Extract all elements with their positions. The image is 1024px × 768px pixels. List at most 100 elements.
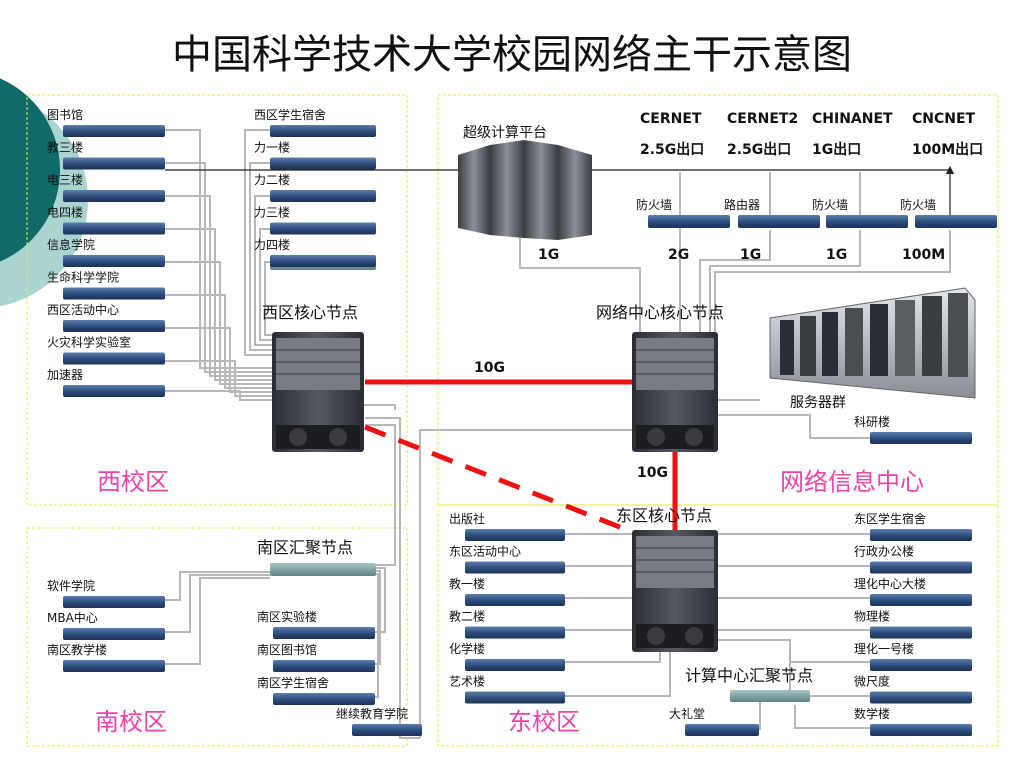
switch-icon [63, 660, 165, 672]
east-building: 出版社 [449, 511, 565, 541]
switch-icon [273, 627, 375, 639]
uplink-bandwidth: 2.5G出口 [727, 141, 791, 158]
east-core-label: 东区核心节点 [616, 506, 712, 525]
building-label: 物理楼 [854, 609, 890, 624]
switch-icon [63, 157, 165, 170]
building-label: MBA中心 [47, 610, 98, 625]
hpc-racks [458, 140, 592, 240]
building-label: 信息学院 [47, 237, 95, 252]
switch-icon [870, 594, 972, 606]
uplink-bandwidth: 1G出口 [812, 141, 861, 158]
switch-icon [352, 724, 422, 736]
gray-links [165, 129, 951, 739]
uplink-device: 防火墙 [636, 197, 672, 212]
decorative-circles [0, 78, 88, 307]
switch-icon [465, 594, 565, 606]
uplink-link: 100M [902, 247, 945, 263]
continuing-education: 继续教育学院 [336, 706, 422, 736]
west-dorm-building: 力四楼 [254, 237, 376, 267]
uplink-device: 防火墙 [900, 197, 936, 212]
east-building-right: 理化一号楼 [854, 641, 972, 671]
building-label: 图书馆 [47, 107, 83, 122]
west-building: 教三楼 [47, 140, 165, 170]
switch-icon [63, 320, 165, 332]
building-label: 力三楼 [254, 205, 290, 220]
building-label: 化学楼 [449, 641, 485, 656]
east-core-switch [632, 530, 718, 652]
server-farm [769, 287, 976, 399]
labels: 西区核心节点 网络中心核心节点 东区核心节点 南区汇聚节点 计算中心汇聚节点 超… [95, 125, 924, 736]
building-label: 西区活动中心 [47, 302, 119, 317]
building-label: 出版社 [449, 511, 485, 526]
building-label: 力四楼 [254, 237, 290, 252]
gray-uplinks [679, 172, 861, 215]
center-core-label: 网络中心核心节点 [596, 303, 724, 322]
east-building-right: 物理楼 [854, 609, 972, 639]
switch-icon [870, 529, 972, 541]
west-building: 电三楼 [47, 172, 165, 202]
uplink-bandwidth: 2.5G出口 [640, 141, 704, 158]
east-building-right: 理化中心大楼 [854, 576, 972, 606]
building-label: 生命科学学院 [47, 270, 119, 285]
building-label: 教二楼 [449, 609, 485, 624]
east-building-right: 微尺度 [854, 674, 972, 704]
building-label: 火灾科学实验室 [47, 335, 131, 350]
switch-icon [870, 626, 972, 639]
uplink-bandwidth: 100M出口 [912, 141, 983, 158]
uplink-name: CNCNET [912, 111, 976, 127]
hpc-link-label: 1G [538, 247, 559, 263]
south-building-right: 南区图书馆 [257, 642, 375, 672]
uplink-link: 1G [826, 247, 847, 263]
switch-icon [273, 660, 375, 672]
west-building: 生命科学学院 [47, 270, 165, 300]
west-building: 西区活动中心 [47, 302, 165, 332]
south-building: 软件学院 [47, 578, 165, 608]
east-building: 艺术楼 [449, 674, 565, 704]
zone-borders [26, 94, 999, 747]
link-center-east-label: 10G [637, 465, 668, 481]
research-building: 科研楼 [854, 414, 972, 444]
uplink-link: 1G [740, 247, 761, 263]
west-building: 信息学院 [47, 237, 165, 267]
south-building-right: 南区实验楼 [257, 609, 375, 639]
building-label: 微尺度 [854, 674, 890, 689]
switch-icon [465, 659, 565, 671]
east-building-right: 数学楼 [854, 706, 972, 736]
uplink-link: 2G [668, 247, 689, 263]
east-building: 东区活动中心 [449, 544, 565, 574]
switch-icon [273, 693, 375, 705]
building-label: 艺术楼 [449, 674, 485, 689]
south-building: 南区教学楼 [47, 642, 165, 672]
south-building: MBA中心 [47, 610, 165, 640]
building-label: 东区活动中心 [449, 544, 521, 559]
hpc-label: 超级计算平台 [463, 125, 547, 141]
auditorium: 大礼堂 [669, 706, 759, 736]
building-label: 南区图书馆 [257, 642, 317, 657]
switch-icon [270, 157, 376, 170]
building-label: 南区实验楼 [257, 609, 317, 624]
west-dorm-building: 西区学生宿舍 [254, 107, 376, 137]
west-zone-label: 西校区 [97, 468, 169, 496]
building-label: 教三楼 [47, 140, 83, 155]
switch-icon [465, 529, 565, 541]
building-label: 理化中心大楼 [854, 576, 926, 591]
switch-icon [270, 125, 376, 137]
west-building: 图书馆 [47, 107, 165, 137]
building-label: 行政办公楼 [854, 544, 914, 559]
building-label: 力二楼 [254, 172, 290, 187]
building-label: 电三楼 [47, 172, 83, 187]
switch-icon [465, 561, 565, 574]
uplink-name: CERNET [640, 111, 702, 127]
building-label: 大礼堂 [669, 706, 705, 721]
switch-icon [870, 724, 972, 736]
switch-icon [870, 432, 972, 444]
trunk-west-east-backup [364, 424, 641, 538]
east-building: 化学楼 [449, 641, 565, 671]
switch-icon [63, 222, 165, 235]
west-zone-border [26, 94, 408, 506]
switch-icon [63, 628, 165, 640]
building-label: 加速器 [47, 368, 83, 382]
west-core-label: 西区核心节点 [262, 303, 358, 322]
east-building-right: 东区学生宿舍 [854, 511, 972, 541]
switch-icon [270, 190, 376, 202]
